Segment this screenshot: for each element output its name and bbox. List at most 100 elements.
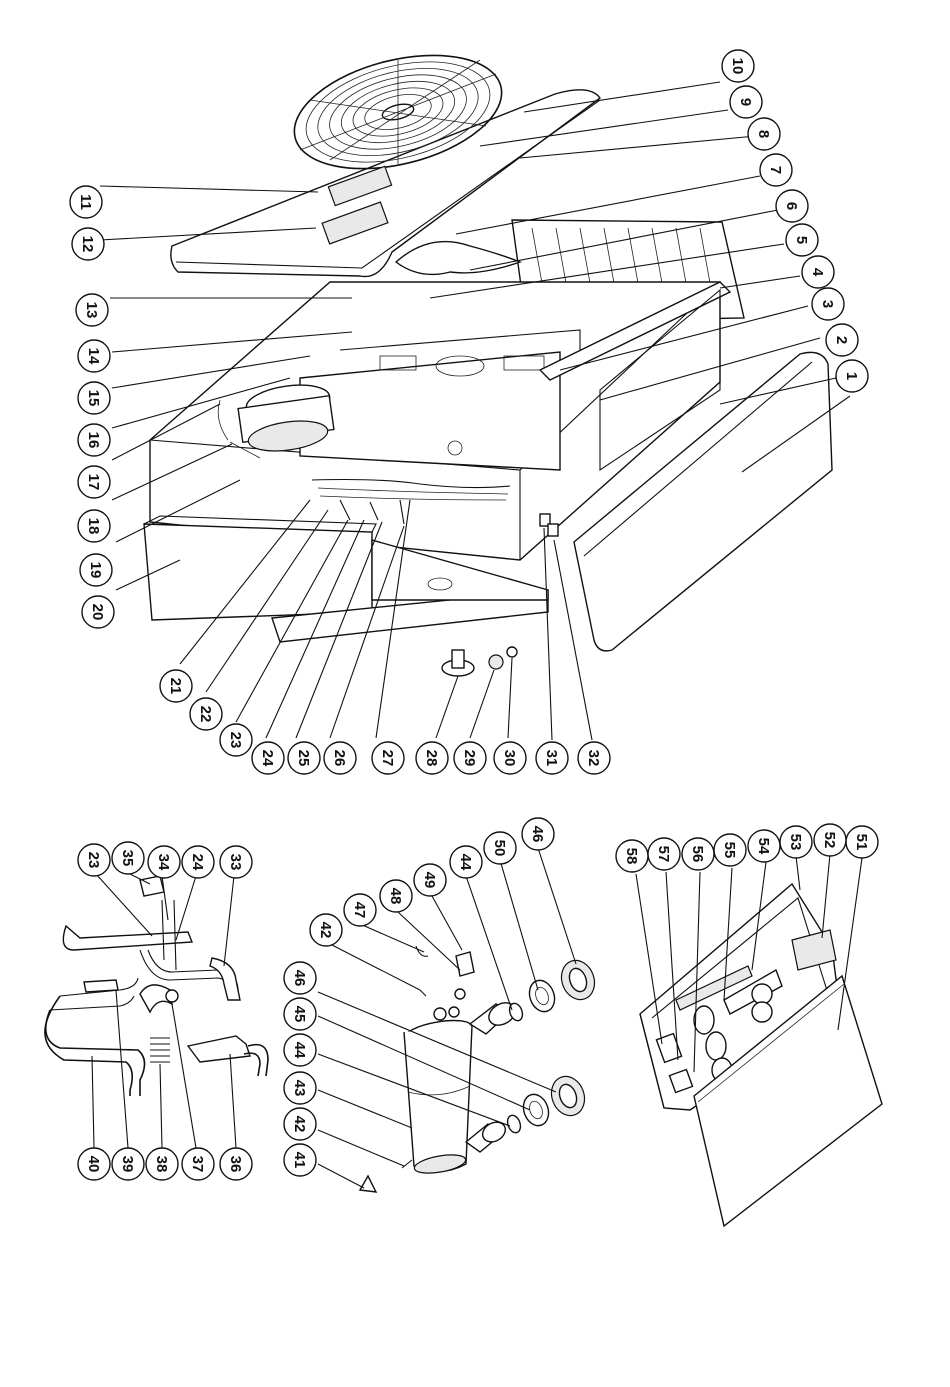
callout-16: 16: [78, 424, 110, 456]
callout-label: 22: [197, 706, 214, 723]
callout-label: 23: [85, 852, 102, 869]
callout-label: 7: [767, 166, 784, 174]
callout-42a: 42: [310, 914, 342, 946]
callout-8: 8: [748, 118, 780, 150]
callout-label: 26: [331, 750, 348, 767]
callout-label: 34: [155, 854, 172, 871]
callout-label: 46: [529, 826, 546, 843]
callout-label: 9: [737, 98, 754, 106]
leader-lines-pipes: [92, 872, 236, 1148]
callout-label: 23: [227, 732, 244, 749]
callout-47: 47: [344, 894, 376, 926]
callout-29: 29: [454, 742, 486, 774]
callout-label: 5: [793, 236, 810, 244]
callout-label: 27: [379, 750, 396, 767]
callout-label: 4: [809, 268, 826, 277]
callout-42b: 42: [284, 1108, 316, 1140]
callout-5: 5: [786, 224, 818, 256]
callout-6: 6: [776, 190, 808, 222]
callout-label: 20: [89, 604, 106, 621]
callout-46b: 46: [284, 962, 316, 994]
callout-label: 42: [317, 922, 334, 939]
callout-label: 58: [623, 848, 640, 865]
callout-7: 7: [760, 154, 792, 186]
heat-exchanger: [360, 946, 600, 1192]
callout-57: 57: [648, 838, 680, 870]
callout-label: 6: [783, 202, 800, 210]
callout-24b: 24: [182, 846, 214, 878]
callout-label: 44: [291, 1042, 308, 1059]
callout-50: 50: [484, 832, 516, 864]
callout-label: 16: [85, 432, 102, 449]
callout-35: 35: [112, 842, 144, 874]
callout-label: 46: [291, 970, 308, 987]
callout-label: 15: [85, 390, 102, 407]
pipe-assembly: [45, 876, 268, 1096]
callout-25: 25: [288, 742, 320, 774]
callout-label: 44: [457, 854, 474, 871]
callout-37: 37: [182, 1148, 214, 1180]
callout-label: 36: [227, 1156, 244, 1173]
callout-label: 38: [153, 1156, 170, 1173]
callout-54: 54: [748, 830, 780, 862]
callout-43: 43: [284, 1072, 316, 1104]
callout-13: 13: [76, 294, 108, 326]
callout-label: 24: [259, 750, 276, 767]
callout-label: 3: [819, 300, 836, 308]
callout-3: 3: [812, 288, 844, 320]
callout-label: 51: [853, 834, 870, 851]
callout-label: 52: [821, 832, 838, 849]
callout-52: 52: [814, 824, 846, 856]
callout-26: 26: [324, 742, 356, 774]
callout-1: 1: [836, 360, 868, 392]
callout-12: 12: [72, 228, 104, 260]
callout-15: 15: [78, 382, 110, 414]
callout-label: 18: [85, 518, 102, 535]
callout-53: 53: [780, 826, 812, 858]
callout-39: 39: [112, 1148, 144, 1180]
callout-30: 30: [494, 742, 526, 774]
callout-44b: 44: [284, 1034, 316, 1066]
callout-label: 11: [77, 194, 94, 210]
callout-45: 45: [284, 998, 316, 1030]
callout-label: 35: [119, 850, 136, 867]
callout-label: 33: [227, 854, 244, 871]
callout-label: 40: [85, 1156, 102, 1173]
callouts-control-box: 58 57 56 55 54 53 52 51: [616, 824, 878, 872]
callout-label: 31: [543, 750, 560, 767]
callout-label: 17: [85, 474, 102, 491]
callout-label: 24: [189, 854, 206, 871]
callout-18: 18: [78, 510, 110, 542]
callout-9: 9: [730, 86, 762, 118]
callout-34: 34: [148, 846, 180, 878]
callout-label: 45: [291, 1006, 308, 1023]
callout-51: 51: [846, 826, 878, 858]
callout-4: 4: [802, 256, 834, 288]
callout-55: 55: [714, 834, 746, 866]
callout-label: 37: [189, 1156, 206, 1173]
callout-11: 11: [70, 186, 102, 218]
callout-label: 57: [655, 846, 672, 863]
callout-label: 41: [291, 1152, 308, 1169]
callout-label: 13: [83, 302, 100, 319]
callouts-pipes: 23 35 34 24 33 40 39 38 37 36: [78, 842, 252, 1180]
control-box: [640, 884, 882, 1226]
callout-label: 43: [291, 1080, 308, 1097]
callout-46a: 46: [522, 818, 554, 850]
callout-58: 58: [616, 840, 648, 872]
callout-36: 36: [220, 1148, 252, 1180]
callouts-top-bottom-row: 21 22 23 24 25 26 27 28 29 30 31 32: [160, 670, 610, 774]
callout-56: 56: [682, 838, 714, 870]
callout-10: 10: [722, 50, 754, 82]
callout-17: 17: [78, 466, 110, 498]
callout-label: 39: [119, 1156, 136, 1173]
callout-label: 28: [423, 750, 440, 767]
callout-label: 32: [585, 750, 602, 767]
callout-27: 27: [372, 742, 404, 774]
callout-20: 20: [82, 596, 114, 628]
callout-label: 54: [755, 838, 772, 855]
callout-label: 48: [387, 888, 404, 905]
callout-38: 38: [146, 1148, 178, 1180]
callout-label: 14: [85, 348, 102, 365]
